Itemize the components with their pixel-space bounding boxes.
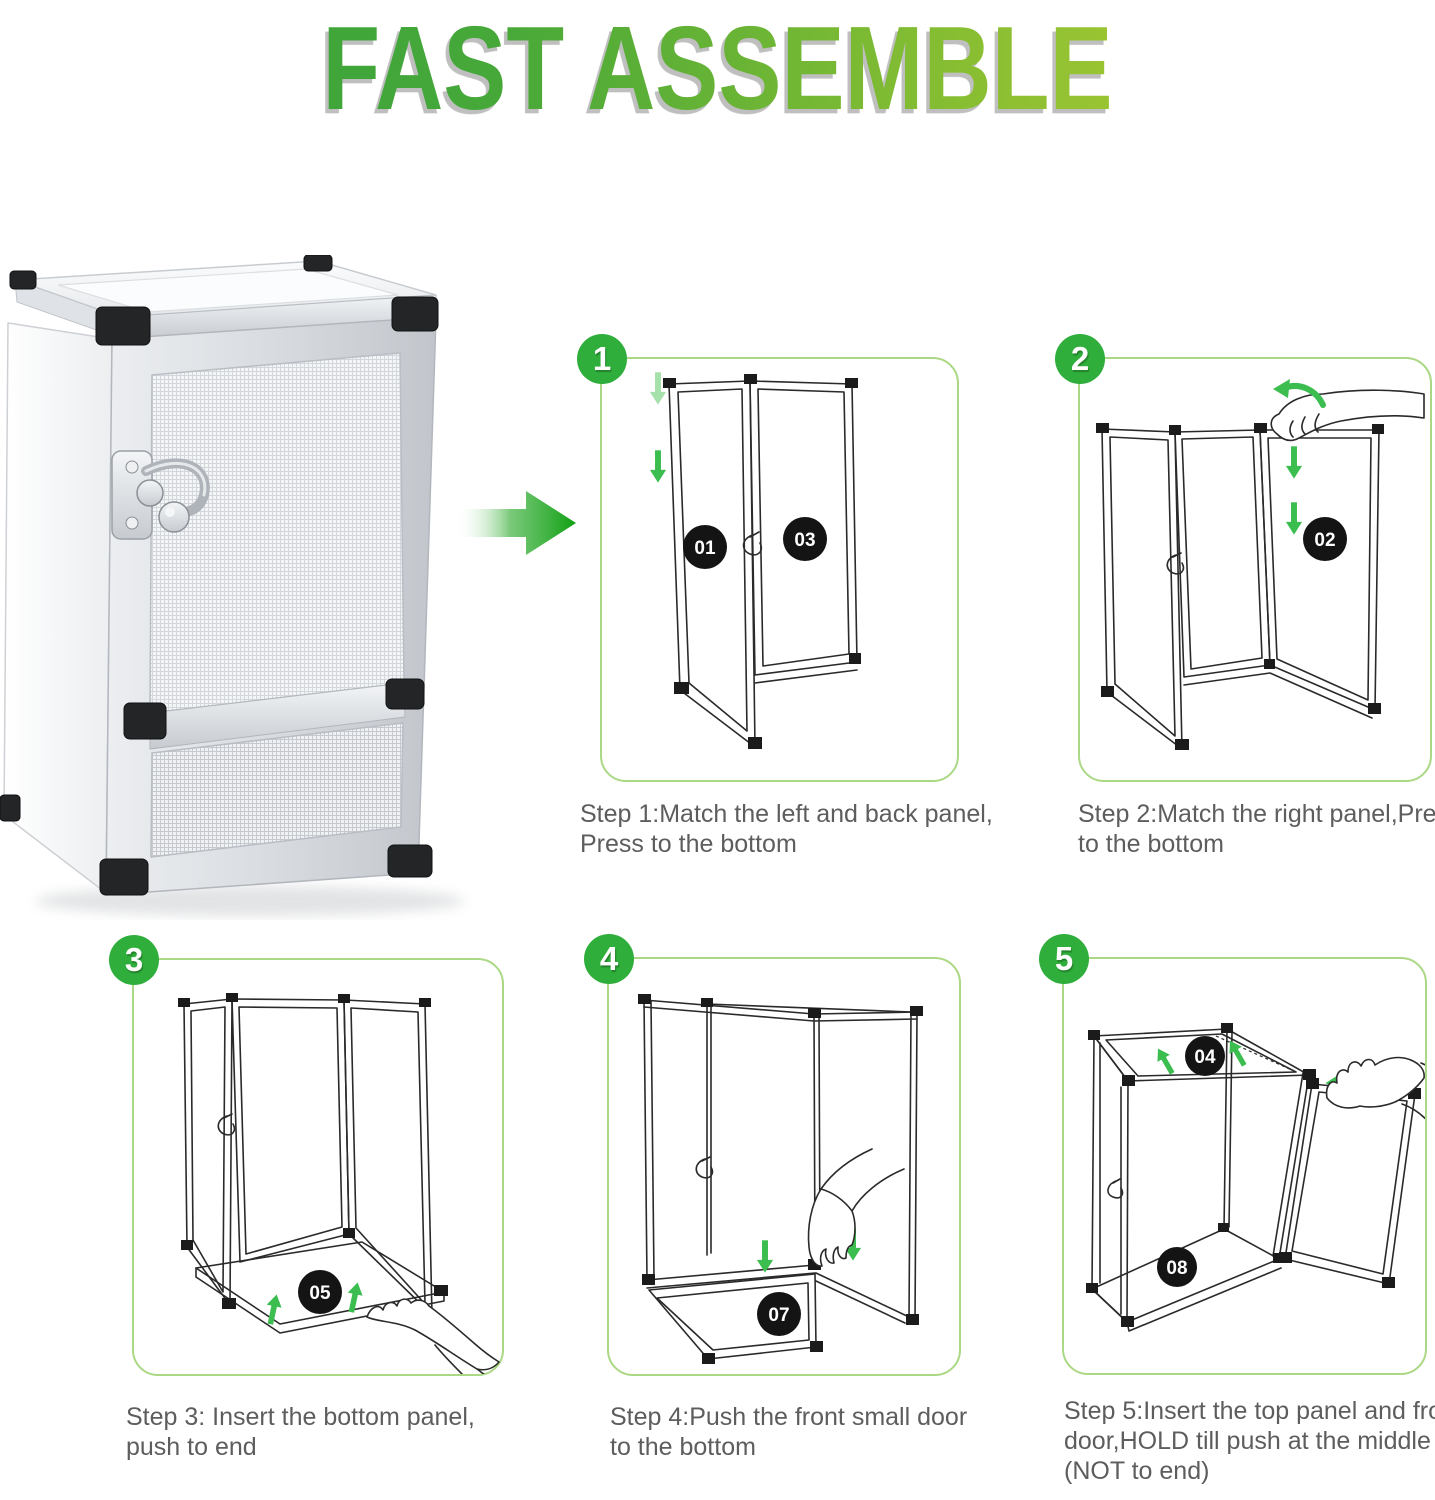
step-box-1: 1 01 03 [577,334,959,782]
hand [1270,389,1425,442]
part-label-05: 05 [298,1270,342,1314]
flow-arrow-right-icon [456,491,576,555]
step1-diagram: 01 03 [649,372,861,749]
arm-lines [820,1148,905,1212]
up-arrow-icon [262,1292,285,1326]
down-arrow-icon [649,372,667,405]
latch-hook-icon [1166,552,1185,575]
svg-text:03: 03 [794,530,815,551]
hand [366,1298,500,1371]
latch-hook-icon [217,1113,236,1136]
latch-hook-icon [1107,1178,1124,1199]
step-badge-2: 2 [1055,334,1105,384]
corner-caps [178,993,448,1309]
up-left-arrow-icon [1151,1045,1179,1077]
part-label-03: 03 [783,517,827,561]
down-arrow-icon [649,450,667,483]
page-title: FAST ASSEMBLE [100,0,1334,138]
latch-hook-icon [695,1156,714,1179]
down-arrow-icon [756,1240,774,1273]
step4-diagram: 07 [638,994,923,1364]
cage-shadow [35,886,465,916]
cage-front-door [105,316,437,896]
step2-diagram: 02 [1096,379,1425,750]
cage-lid [14,260,439,340]
door-latch [111,450,210,540]
product-photo-cage [0,255,465,916]
corner-caps [663,374,861,749]
latch-hook-icon [742,531,763,556]
corner-brackets [0,255,439,896]
step-box-2: 2 02 [1055,334,1432,782]
step-caption-3: Step 3: Insert the bottom panel, push to… [126,1403,475,1461]
svg-text:01: 01 [694,538,716,559]
hand [807,1188,856,1267]
mesh-upper [149,352,405,714]
step3-diagram: 05 [178,993,500,1374]
svg-text:04: 04 [1194,1047,1216,1068]
mesh-lower [150,722,404,858]
corner-caps [638,994,923,1364]
step-badge-5: 5 [1039,934,1089,984]
hand [1325,1056,1425,1109]
step-badge-3: 3 [109,935,159,985]
svg-text:08: 08 [1166,1258,1187,1279]
part-label-07: 07 [757,1292,801,1336]
svg-text:05: 05 [309,1283,331,1304]
part-label-08: 08 [1157,1247,1197,1287]
part-label-04: 04 [1185,1036,1225,1076]
corner-caps [1096,423,1384,750]
down-arrow-icon [1285,502,1303,535]
step5-diagram: 04 08 [1086,1023,1425,1332]
down-arrow-icon [1285,446,1303,479]
step-box-5: 5 04 [1039,934,1427,1375]
svg-text:07: 07 [768,1305,789,1326]
step-badge-4: 4 [584,934,634,984]
step-badge-1: 1 [577,334,627,384]
up-arrow-icon [343,1280,366,1314]
step-caption-1: Step 1:Match the left and back panel, Pr… [580,800,993,858]
part-label-01: 01 [683,525,727,569]
step-box-4: 4 07 [584,934,961,1376]
door-corner-caps [1279,1078,1421,1288]
step-caption-4: Step 4:Push the front small door to the … [610,1403,968,1461]
step-caption-2: Step 2:Match the right panel,Press to th… [1078,800,1435,858]
part-label-02: 02 [1303,517,1347,561]
svg-text:02: 02 [1314,530,1335,551]
step-box-3: 3 05 [109,935,504,1376]
step-caption-5: Step 5:Insert the top panel and front do… [1064,1397,1435,1485]
